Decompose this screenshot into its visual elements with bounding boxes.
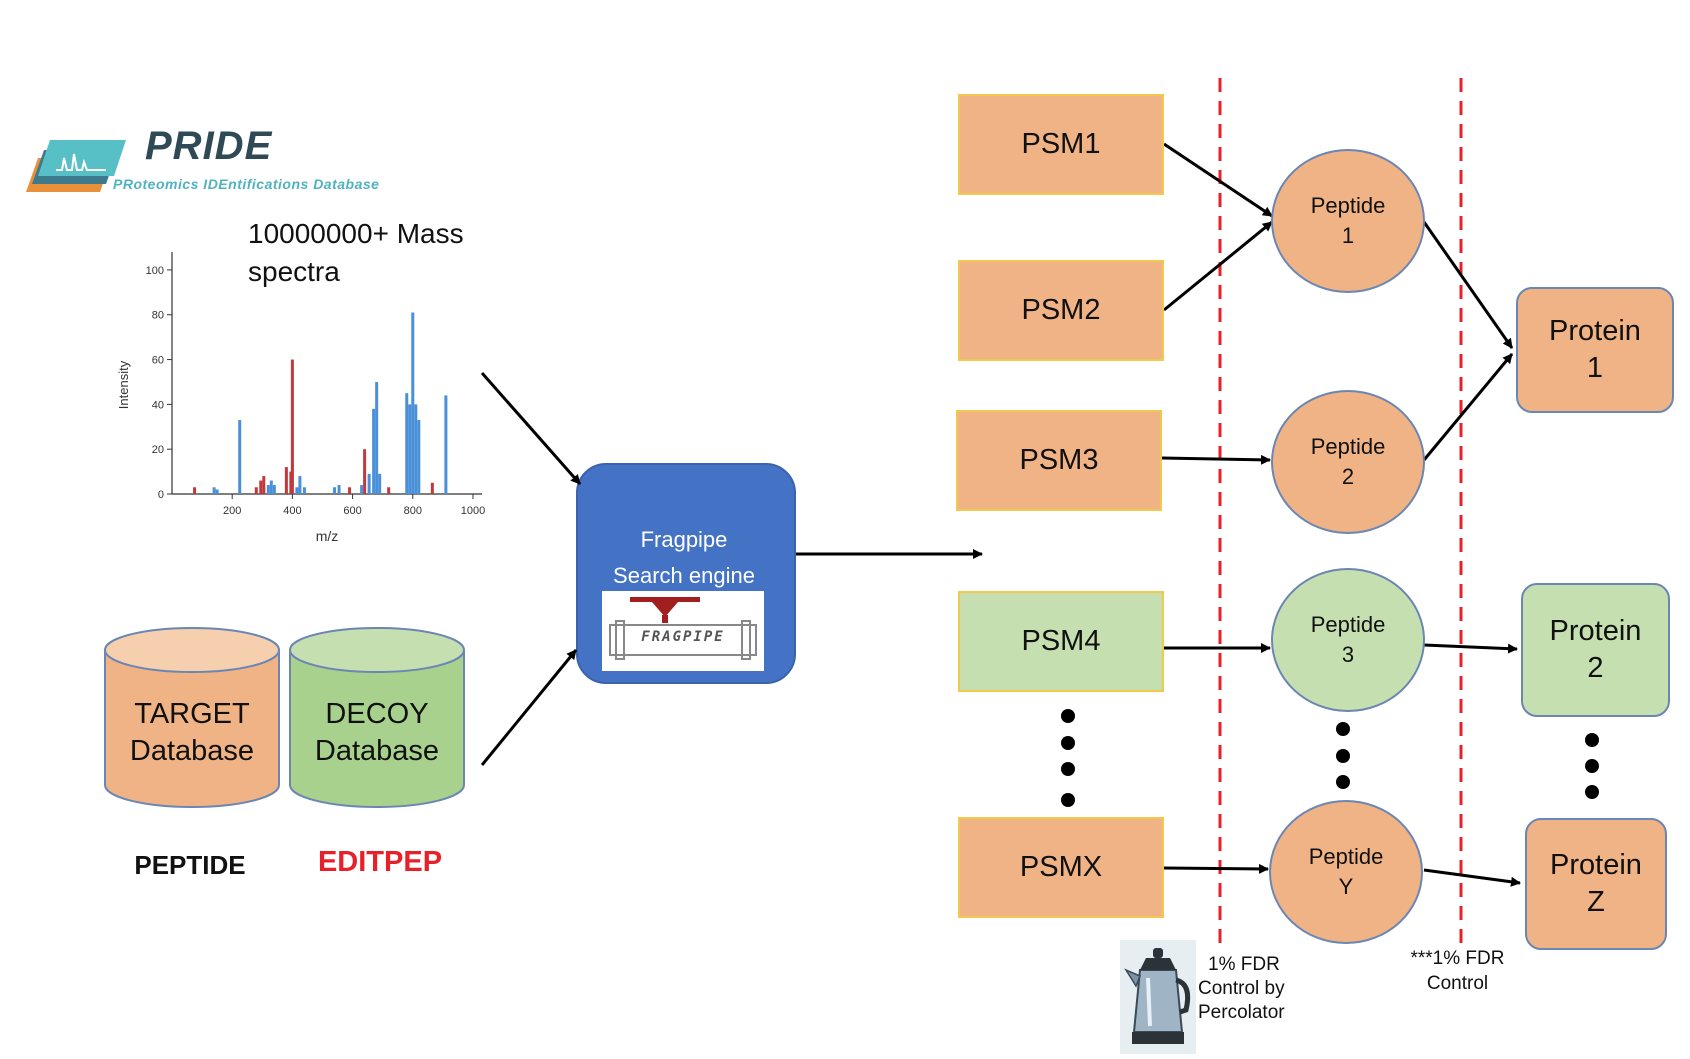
y-tick-label: 40 xyxy=(152,399,164,411)
x-axis-label: m/z xyxy=(316,528,339,544)
spectrum-peak xyxy=(367,473,371,494)
fragpipe-logo-icon: FRAGPIPE xyxy=(602,591,764,671)
arrow-database-to-engine xyxy=(480,649,578,766)
spectrum-peak xyxy=(212,487,216,494)
arrow-peptide2-to-protein1 xyxy=(1422,353,1514,461)
spectrum-peak xyxy=(302,487,306,494)
arrow-psm3-to-peptide2 xyxy=(1161,454,1271,465)
arrow-spectrum-to-engine xyxy=(480,372,582,485)
arrow-peptidey-to-proteinz xyxy=(1423,868,1521,887)
psm3-box: PSM3 xyxy=(956,410,1162,511)
arrow-peptide1-to-protein1 xyxy=(1422,221,1514,349)
y-tick-label: 0 xyxy=(158,489,164,501)
spectrum-peak xyxy=(295,487,299,494)
psm2-box: PSM2 xyxy=(958,260,1164,361)
y-tick-label: 100 xyxy=(146,265,164,277)
y-tick-label: 60 xyxy=(152,355,164,367)
pride-logo-icon xyxy=(26,140,126,192)
spectrum-peak xyxy=(375,381,379,494)
spectrum-peak xyxy=(269,480,273,494)
pride-subtitle: PRoteomics IDEntifications Database xyxy=(113,176,380,192)
editpep-label: EDITPEP xyxy=(317,846,443,878)
spectrum-peak xyxy=(290,359,294,494)
x-tick-label: 400 xyxy=(283,505,301,517)
psm4-box: PSM4 xyxy=(958,591,1164,692)
psm1-box: PSM1 xyxy=(958,94,1164,195)
x-tick-label: 200 xyxy=(223,505,241,517)
spectrum-peak xyxy=(337,485,341,494)
decoy-database-label: DECOY Database xyxy=(314,698,440,767)
spectrum-peak xyxy=(333,487,337,494)
spectrum-peak xyxy=(272,485,276,494)
spectrum-peak xyxy=(411,312,415,494)
spectrum-peak xyxy=(405,393,409,494)
spectrum-peak xyxy=(238,420,242,494)
ellipsis-dot xyxy=(1061,762,1075,776)
database-cylinders xyxy=(104,627,465,808)
arrow-psmx-to-peptidey xyxy=(1163,863,1269,874)
ellipsis-dot xyxy=(1336,722,1350,736)
ellipsis-dot xyxy=(1336,749,1350,763)
spectrum-peak xyxy=(259,480,263,494)
arrow-psm2-to-peptide1 xyxy=(1163,220,1273,312)
spectrum-peak xyxy=(193,487,197,494)
mass-spectra-label: 10000000+ Mass spectra xyxy=(248,218,464,287)
fragpipe-engine-label: Fragpipe Search engine xyxy=(613,527,755,588)
peptide-label: PEPTIDE xyxy=(134,850,246,880)
spectrum-peak xyxy=(289,471,293,494)
ellipsis-dot xyxy=(1061,736,1075,750)
spectrum-peak xyxy=(348,487,352,494)
pride-title: PRIDE xyxy=(145,124,273,168)
spectrum-peak xyxy=(414,404,418,494)
ellipsis-dot xyxy=(1585,785,1599,799)
arrow-psm1-to-peptide1 xyxy=(1163,142,1273,218)
spectrum-peak xyxy=(378,473,382,494)
psmx-box: PSMX xyxy=(958,817,1164,918)
spectrum-peak xyxy=(430,482,434,494)
target-database-label: TARGET Database xyxy=(129,698,255,767)
spectrum-peak xyxy=(284,467,288,494)
spectrum-peak xyxy=(360,485,364,494)
percolator-coffee-pot-icon xyxy=(1120,940,1196,1054)
spectrum-peak xyxy=(387,487,391,494)
ellipsis-dot xyxy=(1336,775,1350,789)
spectrum-peak xyxy=(417,420,421,494)
control-fdr-label: ***1% FDR Control xyxy=(1410,948,1505,994)
x-tick-label: 1000 xyxy=(461,505,485,517)
spectrum-peak xyxy=(266,485,270,494)
spectrum-peak xyxy=(408,404,412,494)
x-tick-label: 800 xyxy=(404,505,422,517)
y-axis-label: Intensity xyxy=(116,360,131,409)
spectrum-peak xyxy=(298,476,302,494)
arrow-peptide3-to-protein2 xyxy=(1423,643,1518,654)
percolator-fdr-label: 1% FDR Control by Percolator xyxy=(1198,954,1285,1023)
ellipsis-dot xyxy=(1585,733,1599,747)
spectrum-peak xyxy=(262,476,266,494)
x-tick-label: 600 xyxy=(343,505,361,517)
spectrum-peak xyxy=(372,408,376,494)
ellipsis-dot xyxy=(1061,793,1075,807)
ellipsis-dot xyxy=(1061,709,1075,723)
spectrum-peak xyxy=(363,449,367,494)
spectrum-peak xyxy=(215,489,219,494)
spectrum-peak xyxy=(254,487,258,494)
fragpipe-logo-text: FRAGPIPE xyxy=(641,629,725,645)
spectrum-peak xyxy=(444,395,448,494)
y-tick-label: 80 xyxy=(152,310,164,322)
y-tick-label: 20 xyxy=(152,444,164,456)
ellipsis-dot xyxy=(1585,759,1599,773)
